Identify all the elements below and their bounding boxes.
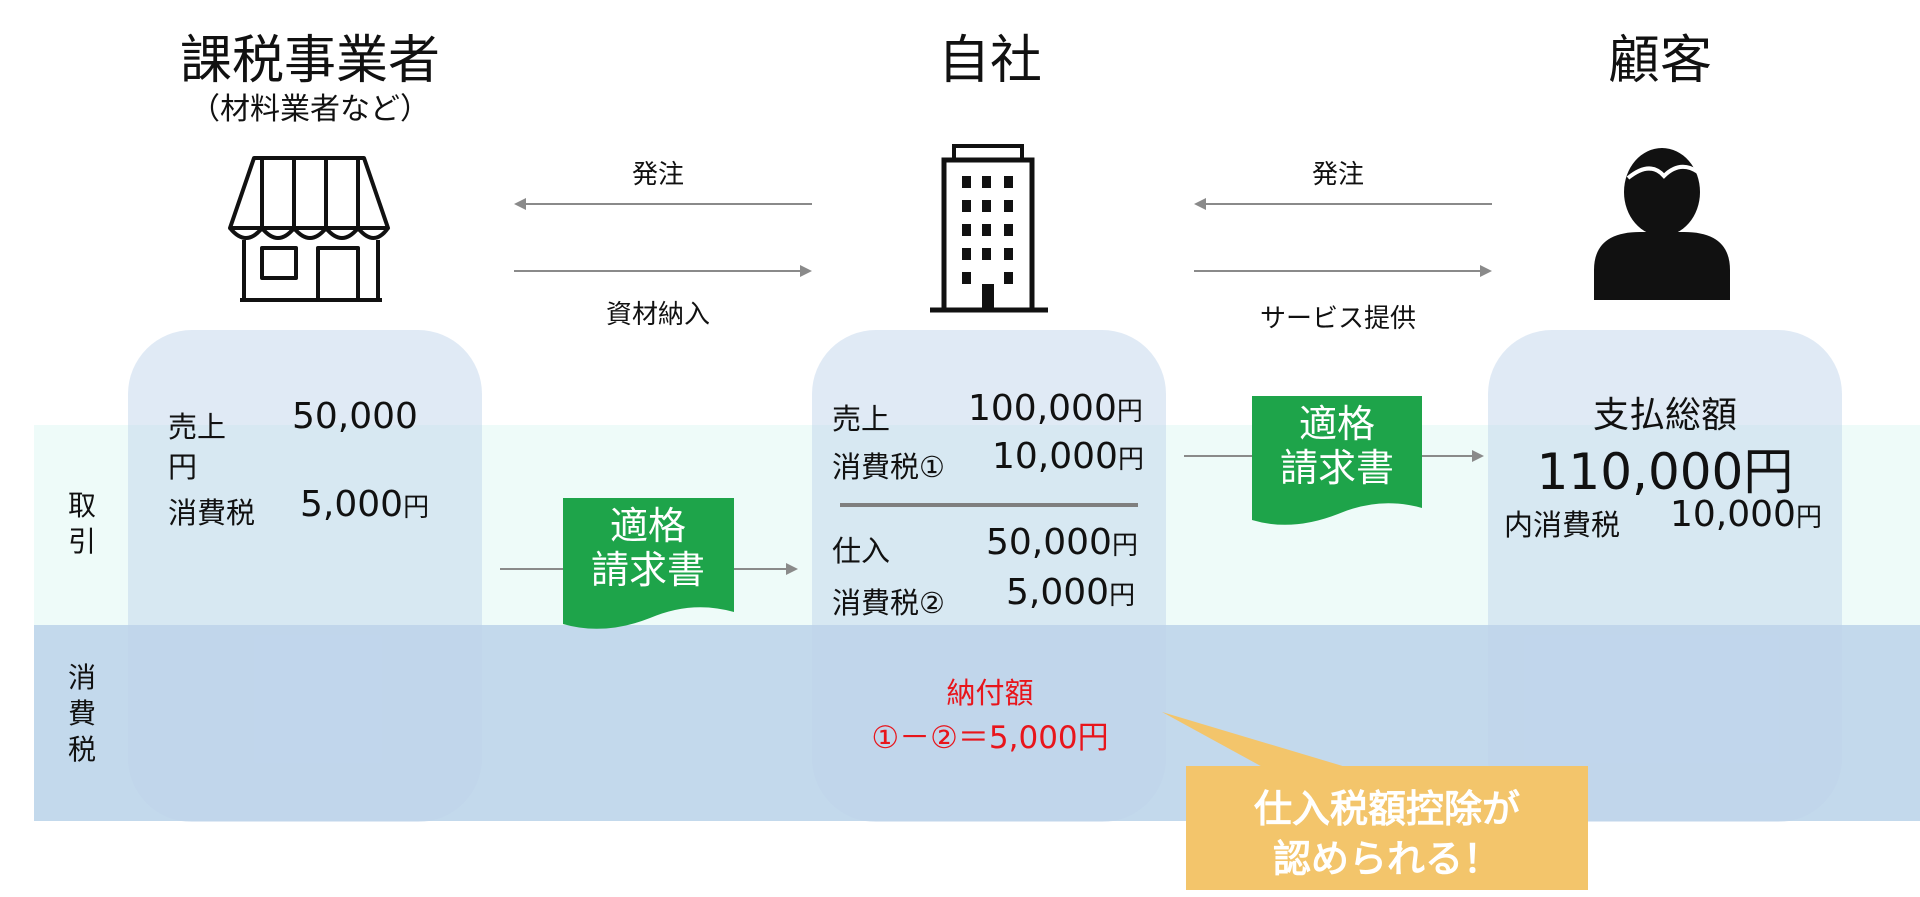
supplier-tax-value: 5,000円 bbox=[300, 484, 430, 525]
supplier-title: 課税事業者 bbox=[179, 31, 440, 91]
supplier-subtitle: （材料業者など） bbox=[190, 92, 430, 127]
supplier-tax-unit: 円 bbox=[403, 493, 430, 523]
transaction-band bbox=[34, 425, 1920, 625]
company-tax1-value: 10,000円 bbox=[992, 436, 1144, 477]
payment-formula: ①－②＝5,000円 bbox=[871, 720, 1109, 756]
customer-incl-tax-unit: 円 bbox=[1795, 503, 1822, 533]
store-icon bbox=[228, 156, 390, 302]
company-purchase-unit: 円 bbox=[1111, 531, 1138, 561]
row-label-transaction: 取 引 bbox=[67, 489, 96, 558]
company-tax2-unit: 円 bbox=[1109, 581, 1136, 611]
customer-incl-tax-value: 10,000円 bbox=[1670, 494, 1822, 535]
person-icon bbox=[1594, 148, 1730, 300]
company-purchase-label: 仕入 bbox=[832, 534, 891, 568]
invoice-right-label: 適格 請求書 bbox=[1279, 402, 1394, 490]
customer-title: 顧客 bbox=[1607, 31, 1712, 91]
invoice-document-right bbox=[1252, 396, 1422, 525]
consumption-tax-band bbox=[34, 625, 1920, 821]
customer-total-value: 110,000円 bbox=[1536, 443, 1794, 501]
order-label-right: 発注 bbox=[1311, 160, 1364, 190]
supplier-sales-unit: 円 bbox=[168, 450, 198, 484]
company-panel bbox=[812, 330, 1166, 822]
customer-total-label: 支払総額 bbox=[1592, 395, 1737, 436]
company-tax2-label: 消費税② bbox=[832, 586, 945, 620]
company-tax2-value: 5,000円 bbox=[1006, 572, 1136, 613]
company-title: 自社 bbox=[937, 31, 1042, 91]
company-sales-value: 100,000円 bbox=[968, 388, 1143, 429]
company-purchase-value: 50,000円 bbox=[986, 522, 1138, 563]
company-tax1-label: 消費税① bbox=[832, 450, 945, 484]
order-label-left: 発注 bbox=[631, 160, 684, 190]
office-building-icon bbox=[930, 144, 1048, 313]
customer-panel bbox=[1488, 330, 1842, 822]
company-sales-label: 売上 bbox=[832, 402, 891, 436]
company-sales-unit: 円 bbox=[1116, 397, 1143, 427]
callout-pointer bbox=[1162, 712, 1356, 770]
supplier-panel bbox=[128, 330, 482, 822]
supplier-sales-value: 50,000 bbox=[292, 396, 418, 437]
row-label-consumption-tax: 消 費 税 bbox=[67, 661, 96, 766]
supplier-tax-label: 消費税 bbox=[168, 496, 256, 530]
invoice-left-label: 適格 請求書 bbox=[590, 504, 705, 592]
service-label: サービス提供 bbox=[1259, 304, 1416, 334]
payment-label: 納付額 bbox=[946, 676, 1034, 710]
supplier-sales-label: 売上 bbox=[168, 410, 227, 444]
customer-incl-tax-label: 内消費税 bbox=[1504, 508, 1621, 542]
tax-credit-callout: 仕入税額控除が 認められる！ bbox=[1186, 766, 1588, 890]
company-tax1-unit: 円 bbox=[1117, 445, 1144, 475]
delivery-label: 資材納入 bbox=[605, 300, 710, 330]
invoice-document-left bbox=[563, 498, 734, 629]
